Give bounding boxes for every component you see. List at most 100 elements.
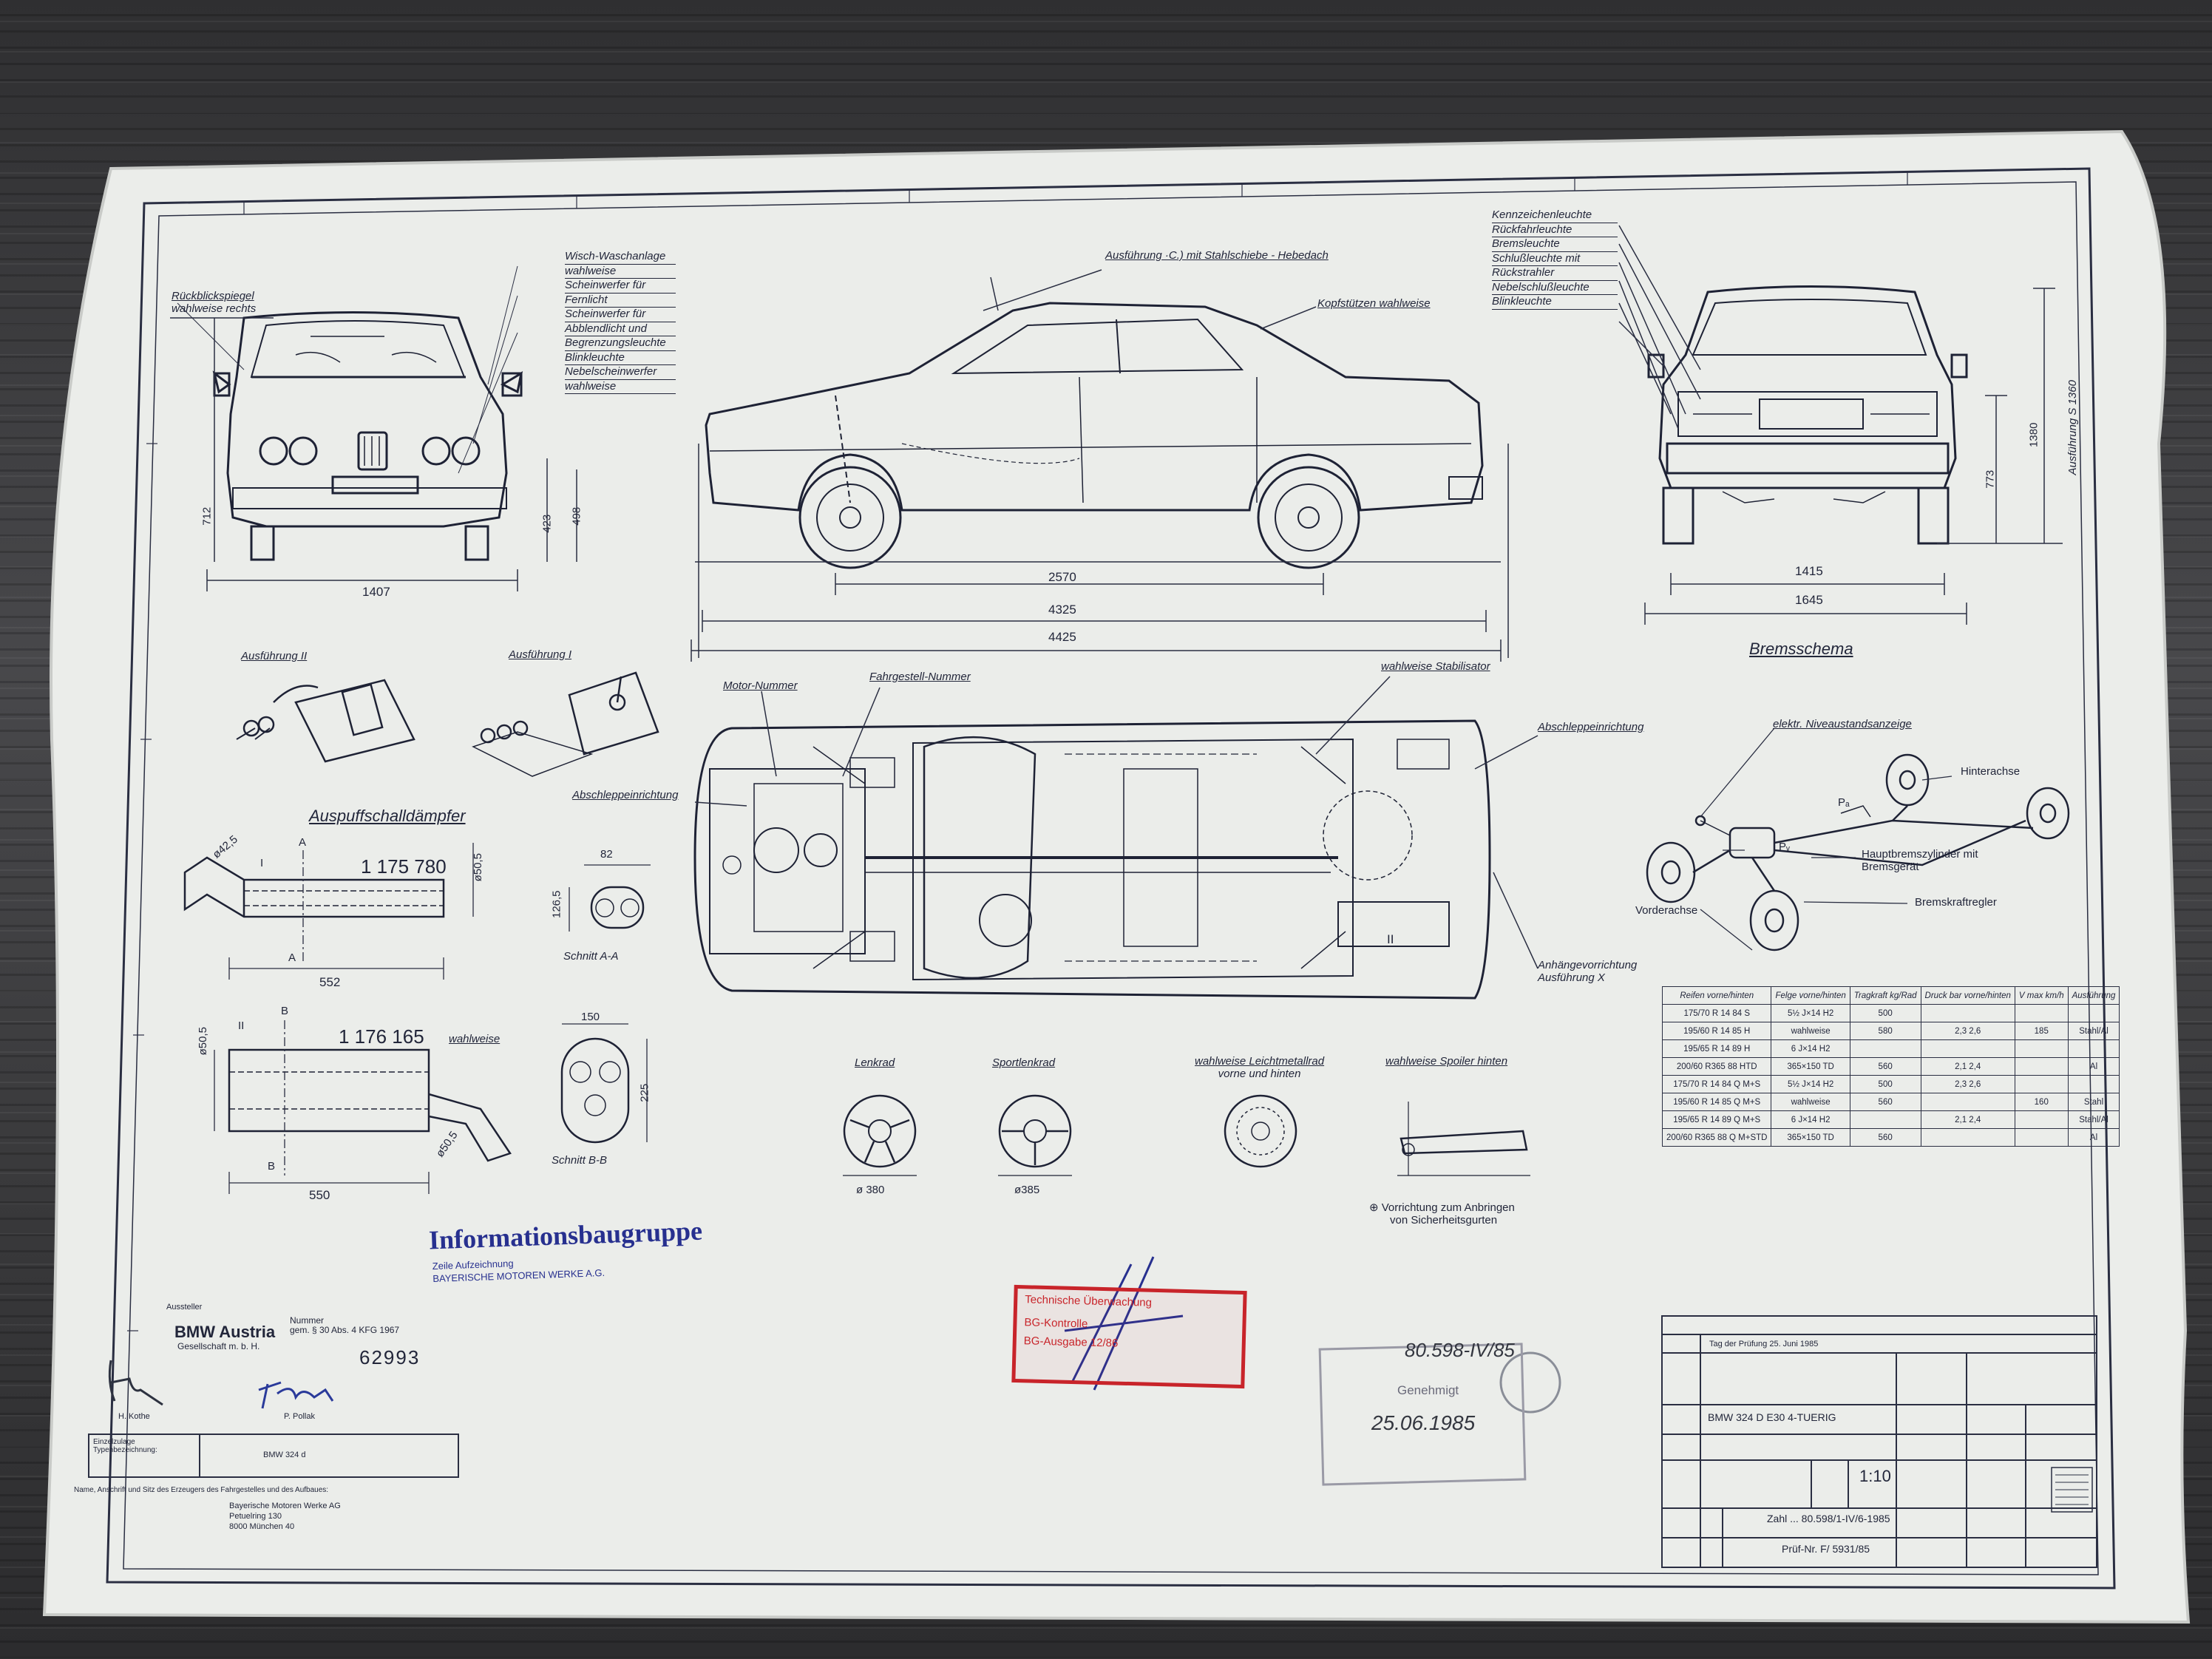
callout-nebelschluss: Nebelschlußleuchte	[1492, 281, 1618, 295]
gear-shifter-drawings	[236, 671, 659, 777]
table-cell: Al	[2067, 1057, 2120, 1076]
tire-spec-table: Reifen vorne/hinten Felge vorne/hinten T…	[1661, 986, 2120, 1147]
callout-brems: Bremsleuchte	[1492, 237, 1618, 252]
exhaust-dim-82: 82	[600, 848, 613, 861]
table-cell: 560	[1849, 1128, 1921, 1147]
test-number: Prüf-Nr. F/ 5931/85	[1782, 1543, 1870, 1555]
issuer-name: BMW Austria	[174, 1323, 276, 1341]
approval-number: Zahl ... 80.598/1-IV/6-1985	[1767, 1513, 1890, 1524]
table-cell: 2,1 2,4	[1920, 1057, 2015, 1076]
callout-wahlweise-1: wahlweise	[565, 265, 676, 279]
tow-rear-label: Abschleppeinrichtung	[1538, 721, 1644, 733]
col-header: V max km/h	[2014, 986, 2069, 1005]
table-cell: 580	[1849, 1022, 1921, 1040]
front-view-car	[212, 311, 523, 561]
col-header: Druck bar vorne/hinten	[1920, 986, 2015, 1005]
steering-wheel-label: Lenkrad	[855, 1056, 895, 1069]
table-cell: 500	[1849, 1004, 1921, 1022]
table-cell: 200/60 R365 88 Q M+STD	[1661, 1128, 1772, 1147]
table-cell: 5½ J×14 H2	[1771, 1004, 1850, 1022]
table-cell: 195/65 R 14 89 Q M+S	[1661, 1110, 1772, 1129]
alloy-wheel-line2: vorne und hinten	[1218, 1067, 1301, 1080]
table-cell: 200/60 R365 88 HTD	[1661, 1057, 1772, 1076]
rear-dim-lines	[1618, 225, 2063, 625]
exhaust-part-2: 1 176 165	[339, 1025, 424, 1048]
exhaust-dim-550: 550	[309, 1188, 330, 1202]
chassis-number-label: Fahrgestell-Nummer	[869, 671, 971, 683]
brake-schema	[1646, 753, 2070, 951]
front-callout-list: Wisch-Waschanlage wahlweise Scheinwerfer…	[565, 250, 676, 394]
seatbelt-note: ⊕ Vorrichtung zum Anbringen von Sicherhe…	[1369, 1201, 1515, 1227]
table-cell: 560	[1849, 1057, 1921, 1076]
table-cell	[2067, 1004, 2120, 1022]
trailer-hitch-label: Anhängevorrichtung Ausführung X	[1538, 959, 1638, 984]
callout-blinkleuchte: Blinkleuchte	[565, 351, 676, 365]
table-cell	[1849, 1110, 1921, 1129]
pipe-mark-ii: II	[238, 1020, 245, 1032]
table-cell	[2014, 1039, 2069, 1058]
callout-rueckstrahler: Rückstrahler	[1492, 266, 1618, 281]
level-indicator-label: elektr. Niveaustandsanzeige	[1773, 718, 1912, 730]
headrest-callout: Kopfstützen wahlweise	[1317, 297, 1431, 310]
test-date-label: Tag der Prüfung 25. Juni 1985	[1709, 1340, 1819, 1348]
table-cell: 2,3 2,6	[1920, 1022, 2015, 1040]
overall-length-dim: 4425	[1048, 630, 1076, 644]
col-header: Ausführung	[2067, 986, 2120, 1005]
table-header-row: Reifen vorne/hinten Felge vorne/hinten T…	[1661, 986, 2120, 1005]
table-cell: Al	[2067, 1128, 2120, 1147]
gear-variant-2-label: Ausführung II	[241, 650, 308, 662]
rear-view-car	[1647, 285, 1968, 545]
alloy-wheel-line1: wahlweise Leichtmetallrad	[1195, 1055, 1325, 1068]
chassis-mark-ii: II	[1387, 932, 1394, 946]
front-height-dim: 712	[200, 506, 214, 526]
round-seal	[1499, 1351, 1561, 1414]
stamp-scribble	[1064, 1256, 1184, 1391]
type-box-label-1: Einzelzulage	[93, 1438, 135, 1446]
rear-dim-s1360: Ausführung S 1360	[2066, 380, 2079, 475]
handwritten-date: 25.06.1985	[1371, 1411, 1476, 1434]
manufacturer-label: Name, Anschrift und Sitz des Erzeugers d…	[74, 1486, 329, 1494]
col-header: Tragkraft kg/Rad	[1849, 986, 1921, 1005]
callout-wahlweise-2: wahlweise	[565, 380, 676, 394]
brake-callout-lines	[1700, 727, 1953, 951]
brake-pa-label: Pₐ	[1838, 796, 1850, 809]
rear-dim-1380: 1380	[2027, 422, 2040, 447]
table-cell: 365×150 TD	[1771, 1057, 1850, 1076]
manufacturer-address: Bayerische Motoren Werke AG Petuelring 1…	[229, 1501, 341, 1532]
seatbelt-note-line2: von Sicherheitsgurten	[1390, 1213, 1498, 1227]
chassis-top-view	[693, 719, 1491, 1000]
paper-sheet	[44, 132, 2188, 1622]
exhaust-dim-505-a: ø50,5	[471, 853, 484, 882]
callout-abblendlicht: Abblendlicht und	[565, 322, 676, 336]
table-cell: 195/65 R 14 89 H	[1661, 1039, 1772, 1058]
col-header: Reifen vorne/hinten	[1661, 986, 1772, 1005]
wheel-drawings	[843, 1094, 1530, 1176]
section-a-label: Schnitt A-A	[563, 950, 619, 963]
approved-label: Genehmigt	[1397, 1383, 1459, 1397]
issuer-label: Aussteller	[166, 1303, 203, 1312]
front-width-dim: 1407	[362, 585, 390, 599]
section-a-bottom: A	[288, 951, 296, 964]
issuer-number-label-2: gem. § 30 Abs. 4 KFG 1967	[290, 1325, 400, 1336]
table-cell	[2067, 1075, 2120, 1093]
side-view-car	[705, 302, 1484, 569]
section-b-bottom: B	[268, 1160, 276, 1173]
table-cell	[2014, 1075, 2069, 1093]
front-axle-label: Vorderachse	[1635, 904, 1698, 917]
table-cell: wahlweise	[1771, 1093, 1850, 1111]
callout-begrenzung: Begrenzungsleuchte	[565, 336, 676, 351]
table-cell: 560	[1849, 1093, 1921, 1111]
rear-axle-label: Hinterachse	[1961, 765, 2021, 778]
callout-kennzeichen: Kennzeichenleuchte	[1492, 208, 1618, 223]
length-dim: 4325	[1048, 603, 1076, 617]
table-cell	[2014, 1004, 2069, 1022]
trailer-hitch-line1: Anhängevorrichtung	[1538, 959, 1638, 971]
exhaust-title: Auspuffschalldämpfer	[309, 807, 466, 825]
table-cell: wahlweise	[1771, 1022, 1850, 1040]
section-b-top: B	[281, 1005, 289, 1017]
table-cell: 175/70 R 14 84 S	[1661, 1004, 1772, 1022]
